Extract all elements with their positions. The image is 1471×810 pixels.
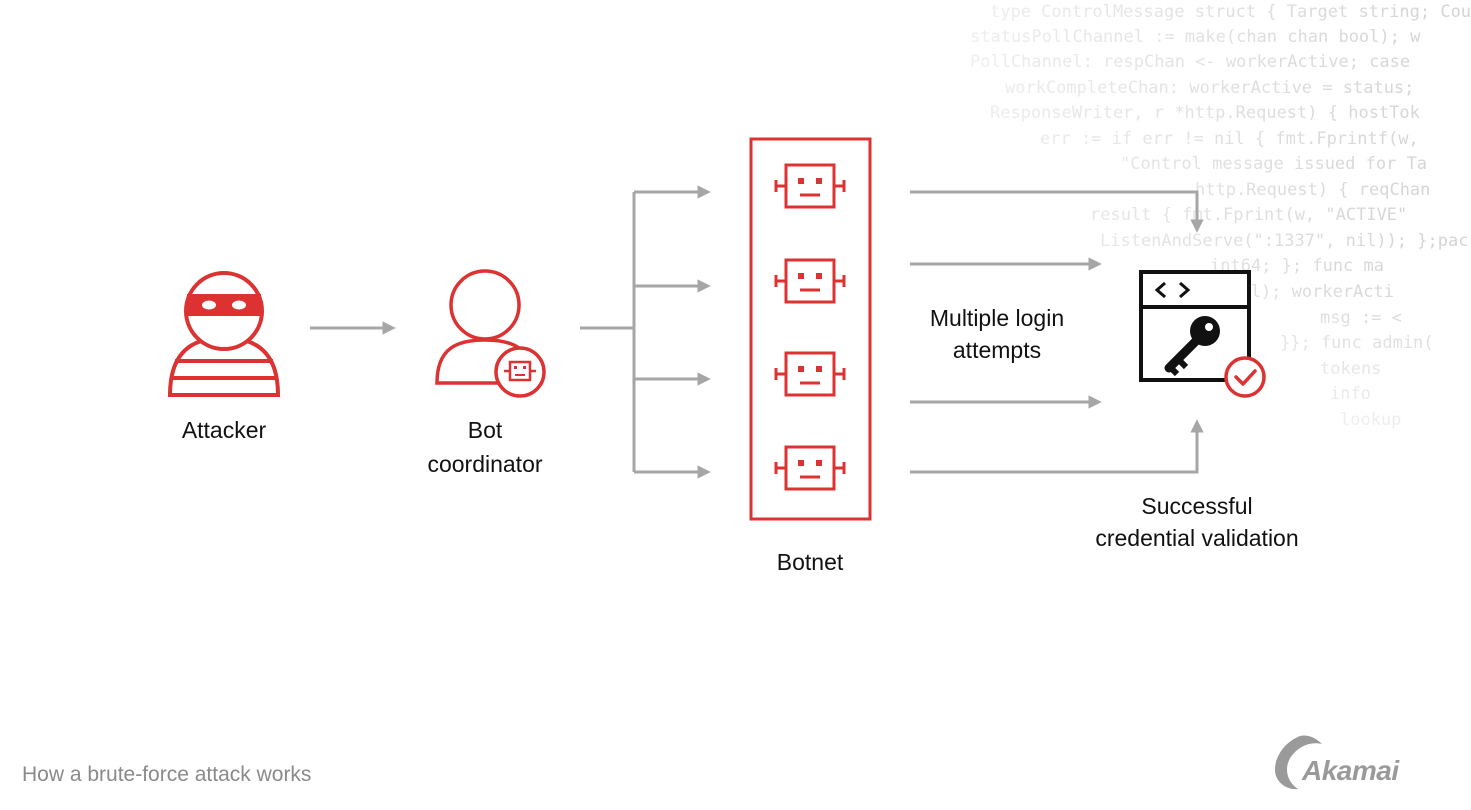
botnet-label: Botnet bbox=[776, 549, 844, 575]
attempts-label-line1: Multiple login bbox=[929, 305, 1065, 331]
distribution-arrows bbox=[580, 185, 711, 479]
attacker-label: Attacker bbox=[181, 417, 267, 443]
bot-icon bbox=[774, 258, 846, 304]
akamai-logo-text: Akamai bbox=[1302, 755, 1399, 786]
diagram bbox=[167, 137, 1322, 790]
login-attempt-arrows bbox=[910, 190, 1204, 474]
bot-icon bbox=[774, 351, 846, 397]
bot-icon bbox=[774, 163, 846, 209]
coordinator-label-line2: coordinator bbox=[427, 451, 543, 477]
coordinator-label-line1: Bot bbox=[467, 417, 503, 443]
success-label-line1: Successful bbox=[1141, 493, 1253, 519]
bot-icon bbox=[774, 445, 846, 491]
key-icon bbox=[1164, 316, 1220, 377]
bot-coordinator-icon bbox=[435, 269, 546, 398]
attacker-icon bbox=[167, 271, 281, 397]
attempts-label-line2: attempts bbox=[952, 337, 1042, 363]
attempts-label: Multiple login attempts bbox=[897, 302, 1097, 366]
success-label: Successful credential validation bbox=[1067, 490, 1327, 554]
check-icon bbox=[1224, 356, 1266, 398]
success-label-line2: credential validation bbox=[1095, 525, 1299, 551]
caption: How a brute-force attack works bbox=[22, 763, 312, 786]
coordinator-label: Bot coordinator bbox=[395, 413, 575, 481]
akamai-logo-icon bbox=[1275, 735, 1322, 790]
